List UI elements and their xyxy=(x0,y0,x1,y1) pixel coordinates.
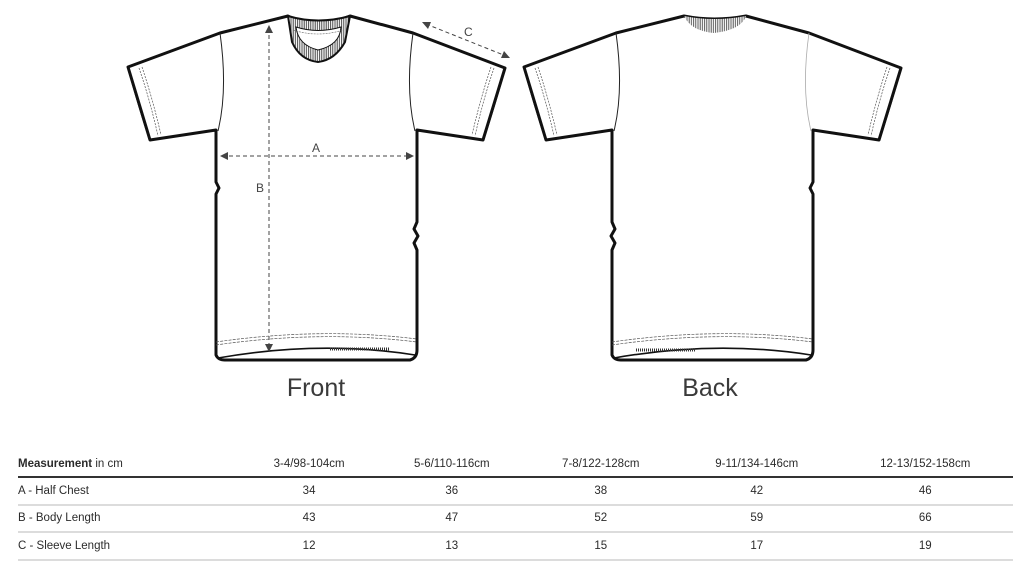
size-header: 7-8/122-128cm xyxy=(525,452,677,478)
cell-value: 17 xyxy=(676,532,838,561)
back-tshirt-drawing xyxy=(396,0,916,370)
size-header: 5-6/110-116cm xyxy=(378,452,526,478)
row-label: C - Sleeve Length xyxy=(18,532,240,561)
cell-value: 19 xyxy=(837,532,1013,561)
front-tshirt-drawing: A B C xyxy=(0,0,520,370)
cell-value: 46 xyxy=(837,477,1013,506)
cell-value: 13 xyxy=(378,532,526,561)
row-label: A - Half Chest xyxy=(18,477,240,506)
label-b: B xyxy=(256,181,264,195)
size-header: 9-11/134-146cm xyxy=(676,452,838,478)
label-a: A xyxy=(312,141,320,155)
measurement-header-bold: Measurement xyxy=(18,458,93,470)
size-header: 12-13/152-158cm xyxy=(837,452,1013,478)
cell-value: 59 xyxy=(676,504,838,533)
cell-value: 38 xyxy=(525,477,677,506)
table-header-row: Measurement in cm 3-4/98-104cm 5-6/110-1… xyxy=(18,452,1013,478)
table-row: B - Body Length 43 47 52 59 66 xyxy=(18,504,1013,533)
table-row: A - Half Chest 34 36 38 42 46 xyxy=(18,477,1013,506)
measurement-header: Measurement in cm xyxy=(18,452,240,478)
front-caption: Front xyxy=(286,374,346,402)
cell-value: 43 xyxy=(240,504,379,533)
cell-value: 34 xyxy=(240,477,379,506)
measurement-header-unit: in cm xyxy=(92,458,123,470)
table-row: C - Sleeve Length 12 13 15 17 19 xyxy=(18,532,1013,561)
label-c: C xyxy=(464,25,473,39)
cell-value: 12 xyxy=(240,532,379,561)
cell-value: 47 xyxy=(378,504,526,533)
row-label: B - Body Length xyxy=(18,504,240,533)
cell-value: 36 xyxy=(378,477,526,506)
cell-value: 42 xyxy=(676,477,838,506)
size-chart-table: Measurement in cm 3-4/98-104cm 5-6/110-1… xyxy=(18,452,1013,561)
cell-value: 15 xyxy=(525,532,677,561)
cell-value: 66 xyxy=(837,504,1013,533)
cell-value: 52 xyxy=(525,504,677,533)
back-caption: Back xyxy=(682,374,738,402)
size-header: 3-4/98-104cm xyxy=(240,452,379,478)
